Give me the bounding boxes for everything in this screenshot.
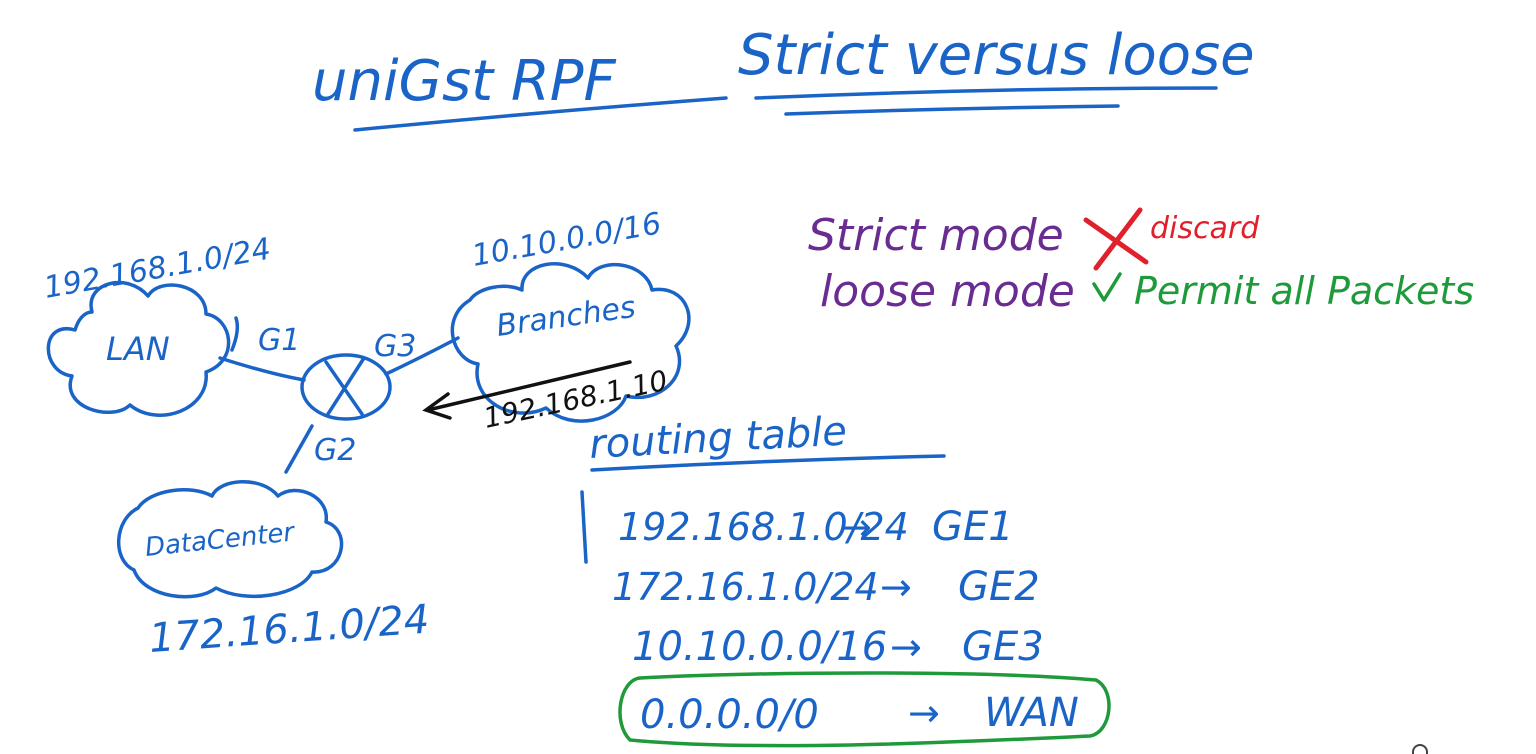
routing-entry-3: 10.10.0.0/16 → GE3 [632,624,1044,670]
link-g2 [284,424,314,474]
lan-network: 192.168.1.0/24 LAN G1 [41,232,300,417]
strict-mode-label: Strict mode [808,210,1064,261]
datacenter-network: DataCenter 172.16.1.0/24 G2 [117,433,431,662]
routing-table: routing table 192.168.1.0/24 → GE1 172.1… [580,409,1111,748]
routing-entry-next-hop: GE3 [962,624,1044,670]
lan-link-stub [230,316,240,352]
strict-mode-x-icon [1083,207,1149,271]
default-route-highlight [618,671,1111,748]
branches-label: Branches [494,290,637,344]
corner-handle-icon [1412,744,1428,754]
datacenter-interface-label: G2 [314,433,356,468]
lan-subnet: 192.168.1.0/24 [41,232,273,306]
link-g1 [218,356,306,382]
loose-mode-check-icon [1092,272,1122,302]
loose-mode-label: loose mode [820,266,1075,317]
modes: Strict mode discard loose mode Permit al… [808,207,1474,317]
branches-cloud [450,262,691,423]
routing-entry-arrow: → [840,505,872,549]
title-underline-1 [353,96,728,132]
routing-entry-prefix: 10.10.0.0/16 [632,624,887,670]
router [300,353,392,421]
routing-entry-prefix: 0.0.0.0/0 [640,692,819,738]
routing-entry-prefix: 192.168.1.0/24 [618,505,909,549]
strict-mode-result: discard [1150,211,1260,246]
branches-interface-label: G3 [374,329,416,364]
routing-entry-1: 192.168.1.0/24 → GE1 [618,504,1014,550]
routing-entry-next-hop: GE2 [958,564,1040,610]
datacenter-cloud [117,480,344,599]
packet-arrow-line [426,360,632,412]
routing-entry-4-default-route: 0.0.0.0/0 → WAN [618,671,1111,748]
packet-arrowhead-icon [422,392,452,420]
datacenter-subnet: 172.16.1.0/24 [147,597,430,662]
title-underline-3 [784,104,1120,116]
lan-interface-label: G1 [258,323,300,358]
loose-mode-result: Permit all Packets [1134,269,1474,313]
lan-cloud [46,280,231,417]
routing-entry-2: 172.16.1.0/24 → GE2 [612,564,1040,610]
title: uniGst RPF Strict versus loose [312,23,1255,132]
routing-table-heading-underline [590,454,946,472]
lan-label: LAN [106,330,170,368]
title-part1: uniGst RPF [312,49,617,114]
link-g3 [384,336,460,376]
router-x-icon [324,356,366,416]
router-circle [300,353,392,421]
routing-entry-next-hop: GE1 [932,504,1014,550]
routing-entry-arrow: → [890,625,922,669]
datacenter-label: DataCenter [144,517,298,563]
routing-entry-prefix: 172.16.1.0/24 [612,565,879,609]
routing-entry-arrow: → [908,691,940,735]
routing-table-bracket [580,490,588,564]
routing-entry-arrow: → [880,565,912,609]
title-part2: Strict versus loose [738,23,1255,88]
routing-entry-next-hop: WAN [984,690,1079,736]
title-underline-2 [754,86,1218,100]
